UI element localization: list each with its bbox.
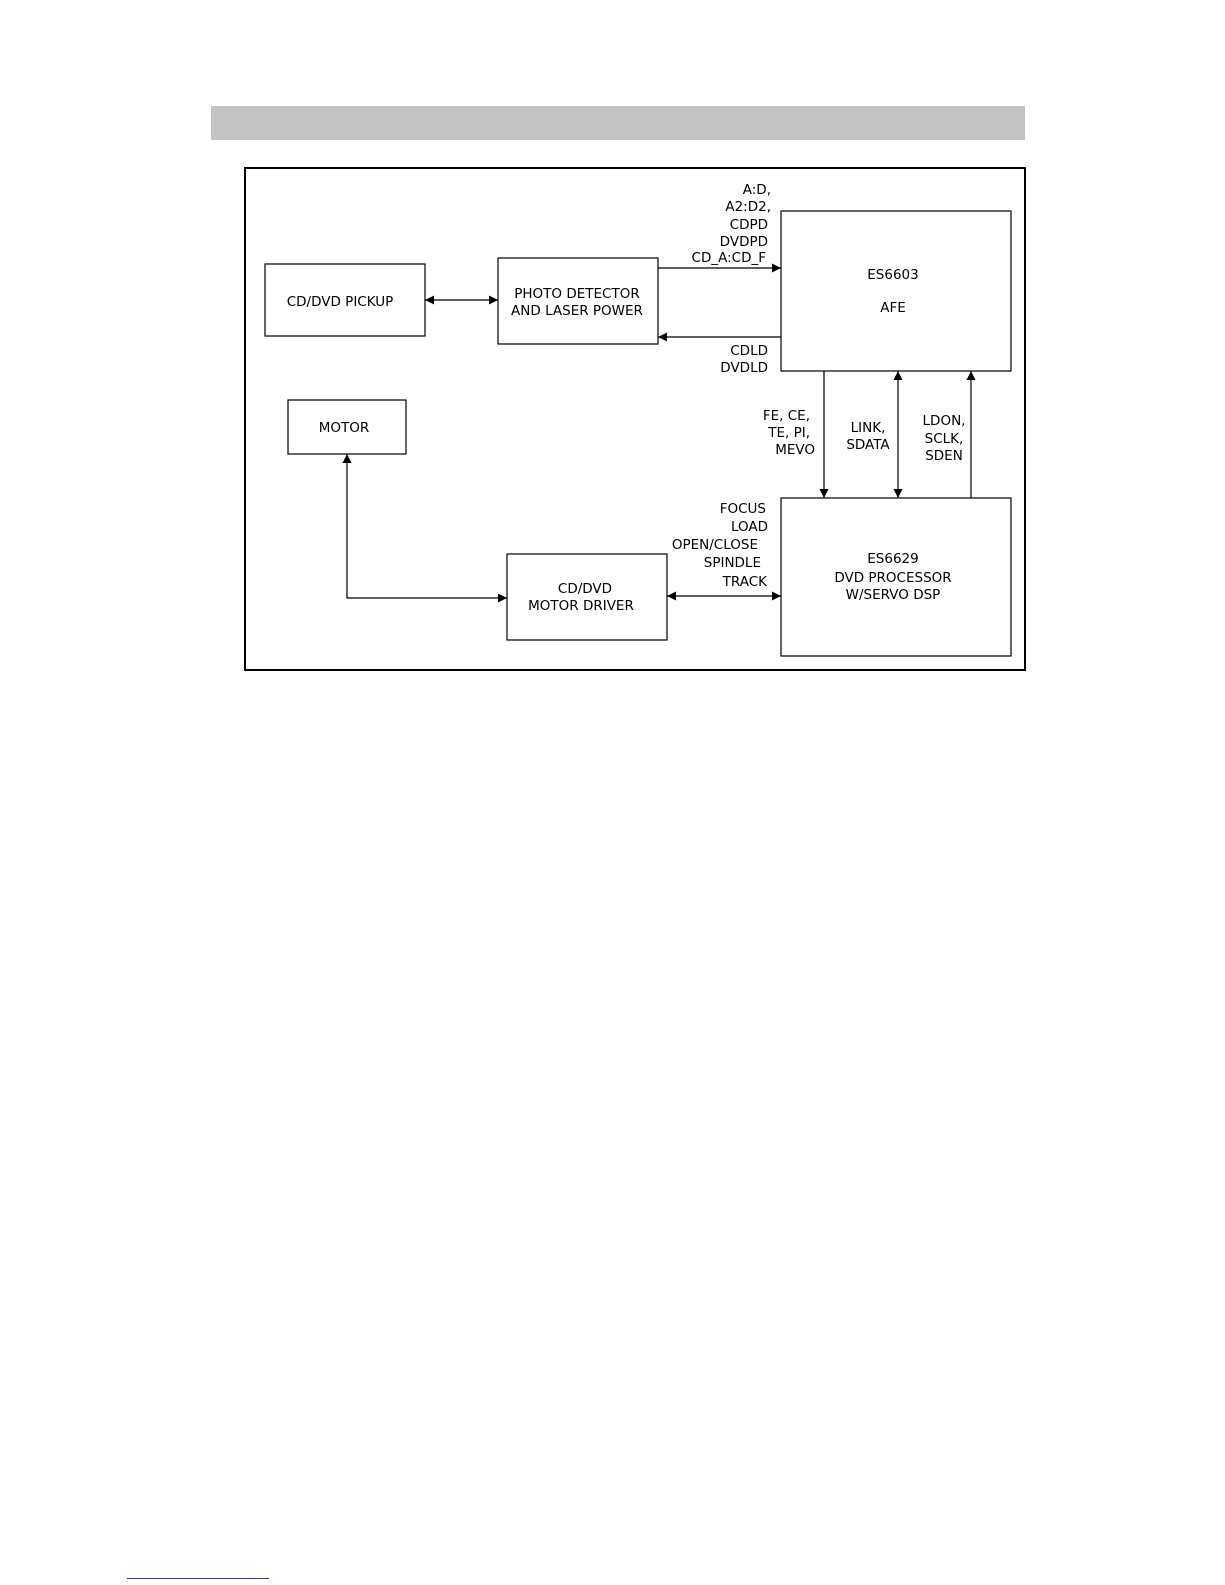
signal-label: TE, PI, (767, 425, 810, 441)
signal-label: A2:D2, (725, 199, 771, 215)
signal-label: LOAD (731, 519, 768, 535)
block-motor: MOTOR (288, 400, 406, 454)
signal-labels-driver-dsp: FOCUS LOAD OPEN/CLOSE SPINDLE TRACK (672, 501, 768, 590)
footer-link-underline (127, 1578, 269, 1579)
block-label-line: PHOTO DETECTOR (514, 286, 639, 302)
connector-motor-motordriver (347, 454, 507, 598)
signal-label: CD_A:CD_F (692, 250, 766, 266)
block-es6603-afe: ES6603 AFE (781, 211, 1011, 371)
signal-label: TRACK (722, 574, 769, 590)
block-label-line: CD/DVD PICKUP (287, 294, 394, 310)
signal-label: SPINDLE (704, 555, 761, 571)
signal-label: CDLD (730, 343, 768, 359)
signal-labels-afe-to-dsp: FE, CE, TE, PI, MEVO (763, 408, 815, 458)
block-label-line: AND LASER POWER (511, 303, 643, 319)
signal-label: A:D, (743, 182, 771, 198)
block-label-line: MOTOR (319, 420, 370, 436)
signal-label: DVDLD (720, 360, 768, 376)
block-label-line: AFE (880, 300, 906, 316)
signal-labels-pd-to-afe: A:D, A2:D2, CDPD DVDPD CD_A:CD_F (692, 182, 771, 266)
signal-label: LINK, (851, 420, 886, 436)
block-motor-driver: CD/DVD MOTOR DRIVER (507, 554, 667, 640)
signal-label: SDATA (846, 437, 890, 453)
block-label-line: W/SERVO DSP (846, 587, 941, 603)
signal-label: SCLK, (925, 431, 964, 447)
signal-label: LDON, (923, 413, 966, 429)
signal-labels-link: LINK, SDATA (846, 420, 890, 453)
block-cd-dvd-pickup: CD/DVD PICKUP (265, 264, 425, 336)
signal-label: SDEN (925, 448, 963, 464)
block-es6629-processor: ES6629 DVD PROCESSOR W/SERVO DSP (781, 498, 1011, 656)
signal-label: FOCUS (720, 501, 766, 517)
block-label-line: DVD PROCESSOR (834, 570, 951, 586)
block-label-line: ES6629 (867, 551, 918, 567)
signal-label: FE, CE, (763, 408, 810, 424)
block-label-line: MOTOR DRIVER (528, 598, 634, 614)
signal-labels-dsp-to-afe: LDON, SCLK, SDEN (923, 413, 966, 464)
signal-label: MEVO (775, 442, 815, 458)
block-label-line: CD/DVD (558, 581, 612, 597)
block-photo-detector: PHOTO DETECTOR AND LASER POWER (498, 258, 658, 344)
signal-label: DVDPD (720, 234, 768, 250)
signal-label: CDPD (730, 217, 768, 233)
block-label-line: ES6603 (867, 267, 918, 283)
signal-label: OPEN/CLOSE (672, 537, 758, 553)
signal-labels-afe-to-pd: CDLD DVDLD (720, 343, 768, 376)
